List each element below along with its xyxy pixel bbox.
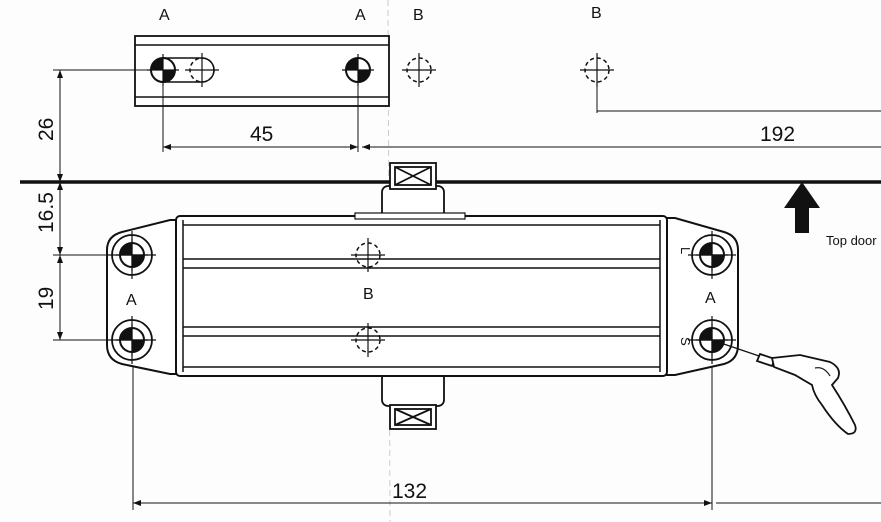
drill-icon [711, 339, 857, 435]
mark-l: L [678, 247, 693, 254]
dim-19: 19 [35, 287, 58, 310]
arrow-up-icon [784, 182, 820, 233]
label-b: B [413, 7, 424, 24]
dim-45: 45 [250, 123, 273, 146]
label-a: A [126, 292, 137, 309]
dim-16-5: 16.5 [35, 192, 58, 233]
body-grooves [183, 224, 660, 368]
dimension-lines [53, 69, 881, 510]
dimension-arrows [57, 70, 712, 506]
hole-b-plate-right [579, 52, 615, 88]
top-door-label: Top door [826, 233, 877, 248]
label-a: A [355, 7, 366, 24]
label-b: B [591, 5, 602, 22]
label-b: B [363, 286, 374, 303]
hole-b-plate-left [401, 52, 437, 88]
dim-192: 192 [760, 123, 795, 146]
arm-top [381, 162, 445, 221]
label-a: A [705, 290, 716, 307]
label-a: A [159, 7, 170, 24]
dim-132: 132 [392, 480, 427, 503]
arm-bottom [381, 371, 445, 430]
closer-body [106, 212, 739, 377]
mark-s: S [678, 337, 693, 346]
arm-bracket-plate [134, 35, 390, 107]
dim-26: 26 [35, 118, 58, 141]
